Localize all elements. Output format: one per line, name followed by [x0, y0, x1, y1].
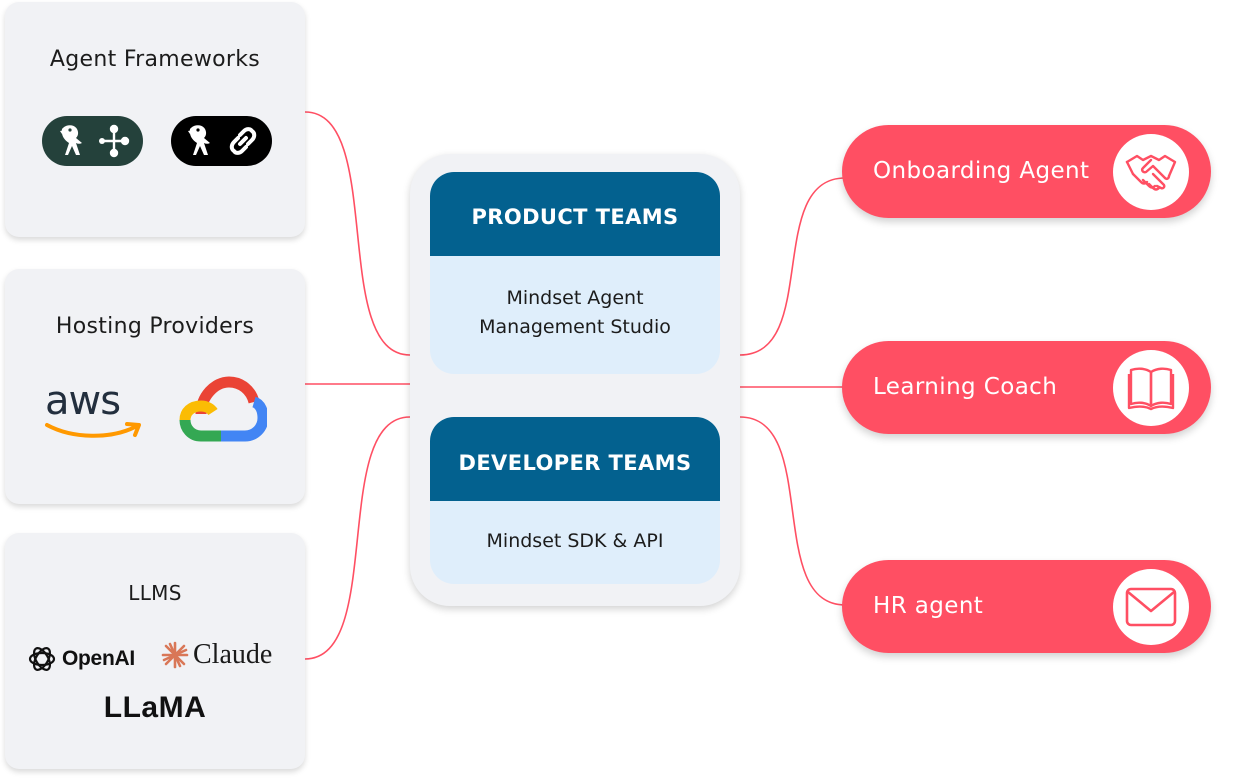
hosting-providers-title: Hosting Providers: [55, 314, 255, 339]
openai-label: OpenAI: [62, 647, 135, 670]
learning-coach-label: Learning Coach: [873, 374, 1058, 400]
onboarding-agent-label: Onboarding Agent: [873, 158, 1090, 184]
agent-frameworks-title: Agent Frameworks: [49, 47, 261, 72]
google-cloud-logo: [179, 376, 267, 442]
developer-teams-description: Mindset SDK & API: [486, 530, 664, 552]
connector-hr: [739, 416, 846, 606]
chain-link-icon: [229, 127, 256, 155]
mindset-platform-panel: PRODUCT TEAMS Mindset Agent Management S…: [410, 154, 740, 606]
llms-title: LLMS: [128, 581, 182, 605]
llms-card: LLMS OpenAI Claude LLaMA: [5, 533, 305, 769]
parrot-icon: [187, 125, 210, 155]
openai-icon: [28, 647, 56, 671]
hosting-providers-card: Hosting Providers aws: [5, 269, 305, 504]
claude-starburst-icon: [161, 641, 189, 669]
connector-frameworks: [304, 111, 411, 356]
connector-llms: [304, 416, 411, 660]
langgraph-logo: [42, 116, 143, 166]
developer-teams-card: DEVELOPER TEAMS Mindset SDK & API: [430, 417, 720, 584]
aws-logo-text: aws: [45, 379, 120, 424]
aws-logo: aws: [45, 379, 141, 438]
hr-agent-pill: HR agent: [842, 560, 1211, 653]
parrot-icon: [59, 125, 82, 155]
product-teams-description: Mindset Agent Management Studio: [479, 287, 671, 338]
book-icon: [1113, 350, 1189, 426]
learning-coach-pill: Learning Coach: [842, 341, 1211, 434]
claude-label: Claude: [193, 639, 273, 670]
claude-logo: Claude: [161, 639, 272, 671]
product-teams-card: PRODUCT TEAMS Mindset Agent Management S…: [430, 172, 720, 374]
llama-label: LLaMA: [103, 691, 207, 724]
envelope-icon: [1113, 569, 1189, 645]
graph-nodes-icon: [98, 124, 129, 158]
developer-teams-title: DEVELOPER TEAMS: [430, 417, 720, 501]
handshake-icon: [1113, 134, 1189, 210]
connector-onboarding: [739, 177, 846, 356]
langchain-logo: [171, 116, 272, 166]
agent-frameworks-card: Agent Frameworks: [5, 2, 305, 237]
hr-agent-label: HR agent: [873, 593, 984, 619]
onboarding-agent-pill: Onboarding Agent: [842, 125, 1211, 218]
openai-logo: OpenAI: [26, 643, 135, 675]
product-teams-title: PRODUCT TEAMS: [430, 172, 720, 256]
